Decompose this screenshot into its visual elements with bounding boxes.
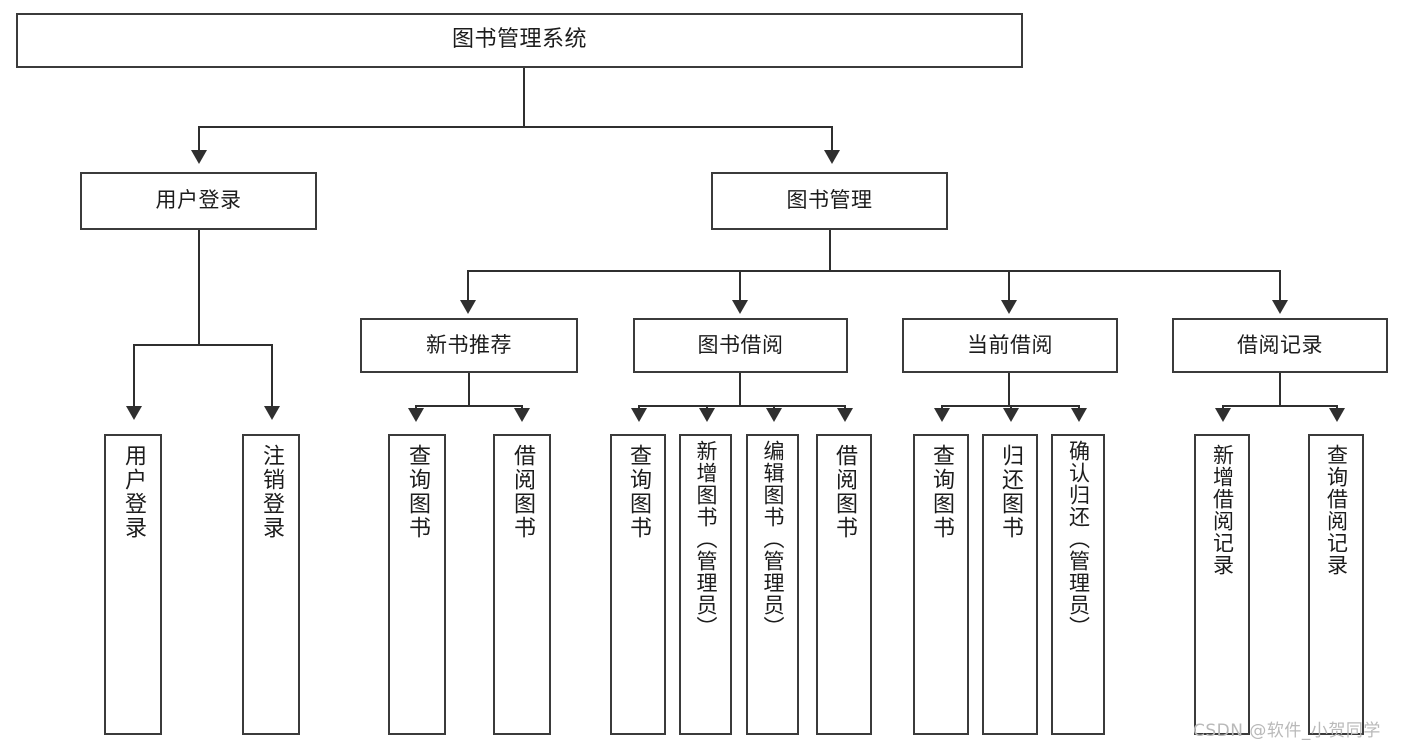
- node-label: 用户登录: [155, 188, 242, 213]
- arrow-leaf-borrow-book-2: [837, 408, 853, 422]
- leaf-query-record[interactable]: 查询借阅记录: [1308, 434, 1364, 735]
- node-current-borrow[interactable]: 当前借阅: [902, 318, 1118, 373]
- leaf-add-book[interactable]: 新增图书（管理员）: [679, 434, 732, 735]
- connector-book-manage-stem: [829, 230, 831, 270]
- node-label: 借阅图书: [832, 444, 857, 540]
- arrow-leaf-edit-book: [766, 408, 782, 422]
- node-label: 查询借阅记录: [1324, 444, 1349, 576]
- leaf-query-book-1[interactable]: 查询图书: [388, 434, 446, 735]
- leaf-return-book[interactable]: 归还图书: [982, 434, 1038, 735]
- node-label: 图书借阅: [697, 332, 784, 357]
- connector-drop-user-login: [198, 126, 200, 152]
- node-book-manage[interactable]: 图书管理: [711, 172, 948, 230]
- arrow-book-borrow: [732, 300, 748, 314]
- leaf-confirm-return[interactable]: 确认归还（管理员）: [1051, 434, 1105, 735]
- arrow-leaf-query-book-1: [408, 408, 424, 422]
- connector-br-bus: [1222, 405, 1338, 407]
- arrow-leaf-query-record: [1329, 408, 1345, 422]
- node-book-borrow[interactable]: 图书借阅: [633, 318, 848, 373]
- arrow-leaf-user-login: [126, 406, 142, 420]
- arrow-new-book-recommend: [460, 300, 476, 314]
- leaf-borrow-book-1[interactable]: 借阅图书: [493, 434, 551, 735]
- connector-cb-stem: [1008, 373, 1010, 405]
- node-label: 编辑图书（管理员）: [761, 440, 785, 638]
- leaf-logout[interactable]: 注销登录: [242, 434, 300, 735]
- node-label: 新增图书（管理员）: [694, 440, 718, 638]
- node-label: 借阅记录: [1237, 332, 1323, 357]
- node-label: 图书管理系统: [451, 27, 587, 53]
- connector-br-stem: [1279, 373, 1281, 405]
- leaf-add-record[interactable]: 新增借阅记录: [1194, 434, 1250, 735]
- leaf-query-book-3[interactable]: 查询图书: [913, 434, 969, 735]
- node-label: 查询图书: [405, 444, 430, 540]
- arrow-book-manage: [824, 150, 840, 164]
- arrow-leaf-borrow-book-1: [514, 408, 530, 422]
- connector-drop-book-borrow: [739, 270, 741, 302]
- node-borrow-record[interactable]: 借阅记录: [1172, 318, 1388, 373]
- connector-drop-book-manage: [831, 126, 833, 152]
- connector-drop-leaf-logout: [271, 344, 273, 408]
- connector-user-login-bus: [133, 344, 273, 346]
- leaf-query-book-2[interactable]: 查询图书: [610, 434, 666, 735]
- node-label: 借阅图书: [510, 444, 535, 540]
- leaf-borrow-book-2[interactable]: 借阅图书: [816, 434, 872, 735]
- connector-drop-leaf-user-login: [133, 344, 135, 408]
- node-new-book-recommend[interactable]: 新书推荐: [360, 318, 578, 373]
- connector-root-bus: [198, 126, 832, 128]
- leaf-edit-book[interactable]: 编辑图书（管理员）: [746, 434, 799, 735]
- node-label: 确认归还（管理员）: [1066, 440, 1091, 638]
- arrow-user-login: [191, 150, 207, 164]
- arrow-current-borrow: [1001, 300, 1017, 314]
- node-label: 用户登录: [121, 444, 146, 540]
- arrow-leaf-query-book-2: [631, 408, 647, 422]
- node-user-login[interactable]: 用户登录: [80, 172, 317, 230]
- arrow-leaf-confirm-return: [1071, 408, 1087, 422]
- connector-nbr-bus: [415, 405, 523, 407]
- node-label: 归还图书: [998, 444, 1023, 540]
- node-label: 图书管理: [786, 188, 873, 213]
- csdn-watermark: CSDN @软件_小贺同学: [1193, 721, 1381, 741]
- arrow-borrow-record: [1272, 300, 1288, 314]
- connector-drop-borrow-record: [1279, 270, 1281, 302]
- node-label: 查询图书: [929, 444, 954, 540]
- node-label: 当前借阅: [967, 332, 1053, 357]
- connector-bb-stem: [739, 373, 741, 405]
- node-root-system[interactable]: 图书管理系统: [16, 13, 1023, 68]
- arrow-leaf-add-book: [699, 408, 715, 422]
- node-label: 查询图书: [626, 444, 651, 540]
- arrow-leaf-logout: [264, 406, 280, 420]
- connector-drop-current-borrow: [1008, 270, 1010, 302]
- connector-bb-bus: [638, 405, 846, 407]
- node-label: 新增借阅记录: [1210, 444, 1235, 576]
- connector-book-manage-bus: [467, 270, 1281, 272]
- node-label: 新书推荐: [426, 332, 512, 357]
- connector-user-login-stem: [198, 230, 200, 344]
- arrow-leaf-return-book: [1003, 408, 1019, 422]
- connector-root-stem: [523, 68, 525, 126]
- arrow-leaf-add-record: [1215, 408, 1231, 422]
- arrow-leaf-query-book-3: [934, 408, 950, 422]
- node-label: 注销登录: [259, 444, 284, 540]
- leaf-user-login[interactable]: 用户登录: [104, 434, 162, 735]
- connector-drop-new-book-recommend: [467, 270, 469, 302]
- connector-nbr-stem: [468, 373, 470, 405]
